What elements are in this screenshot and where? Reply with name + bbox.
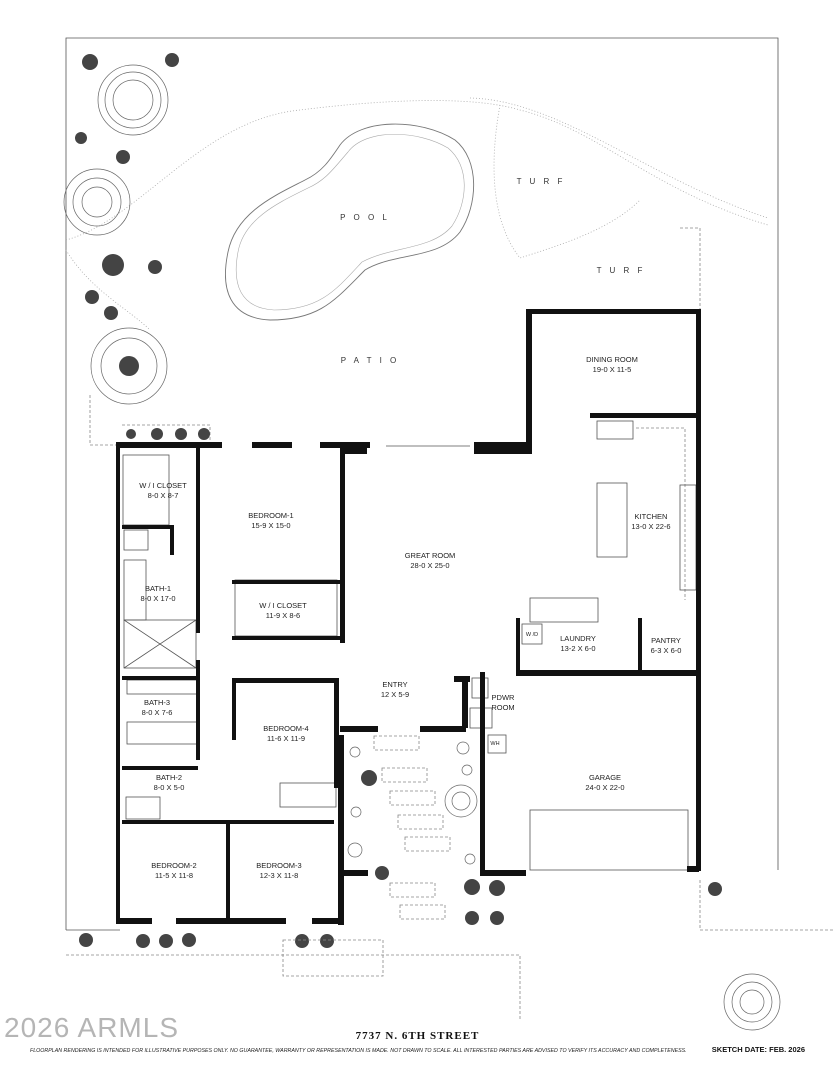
bath-3-name: BATH-3: [144, 698, 170, 707]
wi-closet-2-name: W / I CLOSET: [259, 601, 307, 610]
room-labels: DINING ROOM 19-0 X 11-5 KITCHEN 13-0 X 2…: [139, 355, 681, 880]
walls: [116, 309, 701, 925]
wi-closet-2-dims: 11-9 X 8-6: [266, 611, 300, 620]
yard-outlines: [65, 97, 769, 446]
water-heater-label: WH: [490, 741, 499, 747]
garage-name: GARAGE: [589, 773, 621, 782]
pdwr-room-name: PDWR: [492, 693, 515, 702]
bedroom-4-dims: 11-6 X 11-9: [267, 734, 305, 743]
pantry-name: PANTRY: [651, 636, 681, 645]
watermark: 2026 ARMLS: [4, 1012, 179, 1043]
pantry-dims: 6-3 X 6-0: [651, 646, 682, 655]
disclaimer: FLOORPLAN RENDERING IS INTENDED FOR ILLU…: [30, 1048, 687, 1054]
washer-dryer-label: W /D: [526, 632, 538, 638]
bedroom-2-name: BEDROOM-2: [151, 861, 196, 870]
kitchen-name: KITCHEN: [635, 512, 668, 521]
garage-dims: 24-0 X 22-0: [585, 783, 624, 792]
kitchen-dims: 13-0 X 22-6: [631, 522, 670, 531]
great-room-dims: 28-0 X 25-0: [410, 561, 449, 570]
bath-2-name: BATH-2: [156, 773, 182, 782]
great-room-name: GREAT ROOM: [405, 551, 456, 560]
bedroom-1-name: BEDROOM-1: [248, 511, 293, 520]
wi-closet-1-name: W / I CLOSET: [139, 481, 187, 490]
lot-boundary: [65, 37, 779, 931]
entry-name: ENTRY: [382, 680, 407, 689]
bath-1-name: BATH-1: [145, 584, 171, 593]
bedroom-1-dims: 15-9 X 15-0: [251, 521, 290, 530]
pdwr-room-dims: ROOM: [491, 703, 514, 712]
patio-label: P A T I O: [341, 356, 400, 365]
street-address: 7737 N. 6TH STREET: [355, 1030, 480, 1042]
bedroom-3-name: BEDROOM-3: [256, 861, 301, 870]
bedroom-3-dims: 12-3 X 11-8: [260, 871, 299, 880]
interior-details: [122, 420, 697, 871]
landscaping: [63, 53, 835, 1031]
turf-label-1: T U R F: [517, 177, 566, 186]
wi-closet-1-dims: 8-0 X 8-7: [148, 491, 179, 500]
laundry-dims: 13-2 X 6-0: [560, 644, 595, 653]
turf-label-2: T U R F: [597, 266, 646, 275]
bedroom-2-dims: 11-5 X 11-8: [155, 871, 193, 880]
laundry-name: LAUNDRY: [560, 634, 596, 643]
bath-2-dims: 8-0 X 5-0: [154, 783, 185, 792]
bath-1-dims: 8-0 X 17-0: [140, 594, 175, 603]
bedroom-4-name: BEDROOM-4: [263, 724, 308, 733]
dining-room-name: DINING ROOM: [586, 355, 638, 364]
sketch-date: SKETCH DATE: FEB. 2026: [711, 1045, 805, 1054]
entry-dims: 12 X 5-9: [381, 690, 409, 699]
pool-label: P O O L: [340, 213, 390, 222]
dining-room-dims: 19-0 X 11-5: [593, 365, 632, 374]
bath-3-dims: 8-0 X 7-6: [142, 708, 173, 717]
